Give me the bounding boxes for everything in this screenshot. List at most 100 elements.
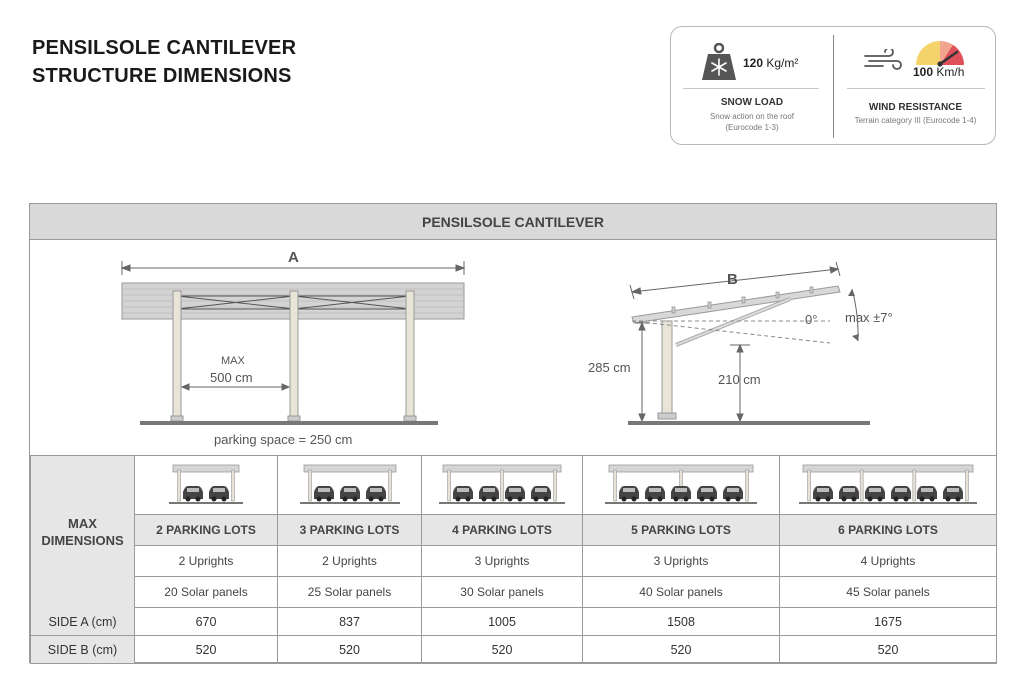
max-label: MAX	[221, 355, 245, 367]
dimension-a-label: A	[288, 249, 299, 266]
max-span-label: 500 cm	[210, 370, 253, 385]
thumb-ground	[605, 502, 757, 504]
thumb-post	[387, 469, 392, 502]
car-icon	[697, 486, 717, 502]
lots-cell: 6 PARKING LOTS	[779, 514, 997, 546]
side-view-diagram	[628, 261, 870, 425]
side-a-cell: 670	[134, 607, 278, 636]
carport-3-lots-icon	[299, 464, 400, 504]
side-a-cell: 1005	[421, 607, 583, 636]
uprights-cell: 2 Uprights	[134, 545, 278, 577]
uprights-cell: 2 Uprights	[277, 545, 422, 577]
panel-title: PENSILSOLE CANTILEVER	[30, 204, 996, 240]
side-b-cell: 520	[421, 635, 583, 664]
carport-thumbnail-cell	[582, 455, 780, 515]
car-icon	[531, 486, 551, 502]
car-icon	[209, 486, 229, 502]
carport-thumbnail-cell	[277, 455, 422, 515]
wind-sub: Terrain category III (Eurocode 1-4)	[854, 116, 977, 125]
snow-divider	[683, 88, 819, 89]
car-icon	[313, 486, 334, 502]
thumb-post	[807, 469, 811, 502]
uprights-cell: 3 Uprights	[582, 545, 780, 577]
carport-thumbnail-cell	[779, 455, 997, 515]
side-b-cell: 520	[277, 635, 422, 664]
carport-5-lots-icon	[605, 464, 757, 504]
snow-load-value: 120 Kg/m²	[743, 56, 798, 70]
car-icon	[943, 486, 963, 502]
carport-4-lots-icon	[439, 464, 565, 504]
wind-number: 100	[913, 65, 934, 79]
side-b-header: SIDE B (cm)	[30, 635, 135, 664]
side-b-cell: 520	[134, 635, 278, 664]
thumb-post	[231, 469, 235, 502]
height-285-label: 285 cm	[588, 360, 631, 375]
side-a-header: SIDE A (cm)	[30, 607, 135, 636]
thumb-ground	[299, 502, 400, 504]
car-icon	[183, 486, 203, 502]
thumb-post	[859, 469, 864, 502]
wind-divider	[847, 88, 985, 89]
snow-load-unit: Kg/m²	[766, 56, 799, 70]
side-a-cell: 837	[277, 607, 422, 636]
side-a-cell: 1508	[582, 607, 780, 636]
thumb-post	[500, 469, 504, 502]
side-b-cell: 520	[779, 635, 997, 664]
thumb-ground	[439, 502, 565, 504]
uprights-cell: 3 Uprights	[421, 545, 583, 577]
dimensions-panel: PENSILSOLE CANTILEVER	[29, 203, 997, 664]
wind-gauge-icon	[916, 41, 964, 67]
thumb-post	[679, 469, 683, 502]
car-icon	[723, 486, 743, 502]
angle-max-label: max ±7°	[845, 310, 893, 325]
thumb-roof	[172, 464, 240, 473]
wind-unit: Km/h	[936, 65, 965, 79]
dimensions-table: MAX DIMENSIONS 2 PARKING LOTS 3 PARKING …	[30, 455, 997, 664]
carport-thumbnail-cell	[421, 455, 583, 515]
thumb-post	[912, 469, 917, 502]
car-icon	[865, 486, 885, 502]
car-icon	[479, 486, 499, 502]
car-icon	[505, 486, 525, 502]
parking-space-label: parking space = 250 cm	[214, 432, 353, 447]
snow-load-sub1: Snow action on the roof	[709, 112, 795, 121]
carport-thumbnail-cell	[134, 455, 278, 515]
page-title: PENSILSOLE CANTILEVER STRUCTURE DIMENSIO…	[32, 34, 296, 90]
thumb-post	[447, 469, 451, 502]
car-icon	[645, 486, 665, 502]
snowflake-weight-icon	[702, 43, 736, 80]
thumb-post	[745, 469, 749, 502]
thumb-post	[613, 469, 617, 502]
lots-cell: 5 PARKING LOTS	[582, 514, 780, 546]
height-210-label: 210 cm	[718, 372, 761, 387]
front-view-diagram	[120, 261, 466, 425]
thumb-post	[307, 469, 312, 502]
car-icon	[453, 486, 473, 502]
lots-cell: 2 PARKING LOTS	[134, 514, 278, 546]
snow-load-sub2: (Eurocode 1-3)	[725, 123, 779, 132]
specs-badge: 120 Kg/m² SNOW LOAD Snow action on the r…	[670, 26, 996, 145]
max-dimensions-line2: DIMENSIONS	[41, 532, 124, 548]
solar-panels-cell: 25 Solar panels	[277, 576, 422, 608]
car-icon	[365, 486, 386, 502]
snow-load-number: 120	[743, 56, 764, 70]
lots-cell: 3 PARKING LOTS	[277, 514, 422, 546]
carport-2-lots-icon	[169, 464, 243, 504]
title-line-2: STRUCTURE DIMENSIONS	[32, 65, 292, 87]
wind-icon	[864, 49, 902, 70]
wind-value: 100 Km/h	[913, 65, 964, 79]
max-dimensions-header: MAX DIMENSIONS	[30, 455, 135, 608]
thumb-roof	[802, 464, 974, 473]
thumb-ground	[799, 502, 977, 504]
thumb-post	[965, 469, 969, 502]
solar-panels-cell: 20 Solar panels	[134, 576, 278, 608]
car-icon	[813, 486, 833, 502]
side-b-cell: 520	[582, 635, 780, 664]
max-dimensions-line1: MAX	[68, 515, 97, 531]
thumb-post	[177, 469, 181, 502]
car-icon	[917, 486, 937, 502]
dimension-b-label: B	[727, 271, 738, 288]
thumb-post	[553, 469, 557, 502]
car-icon	[839, 486, 859, 502]
solar-panels-cell: 30 Solar panels	[421, 576, 583, 608]
